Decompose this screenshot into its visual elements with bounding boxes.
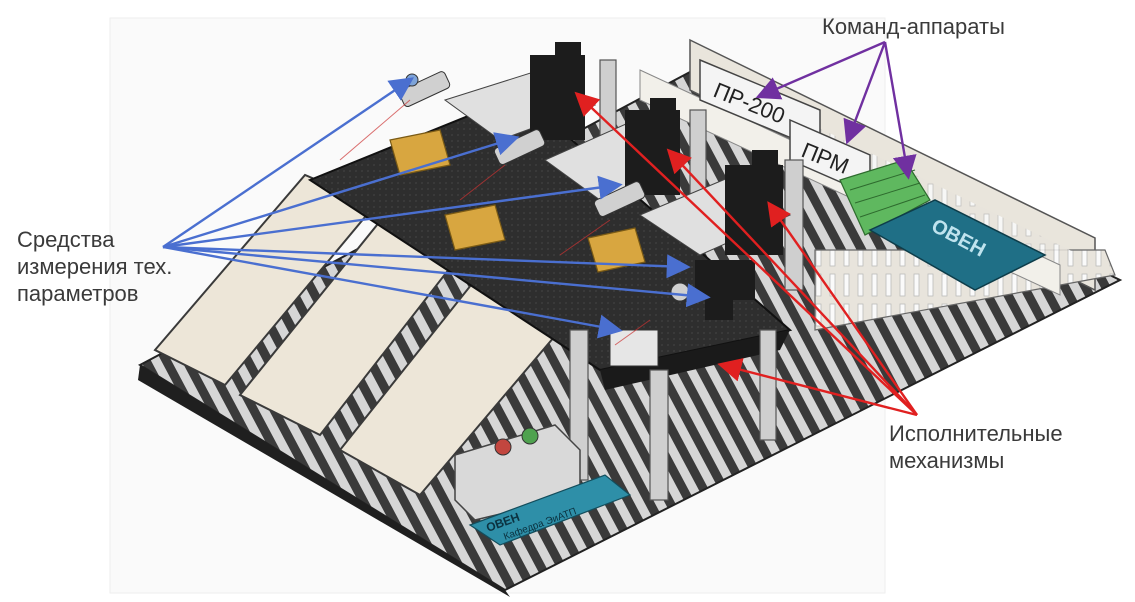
actuator-arrows [574,91,918,417]
stop-button-icon [494,438,512,456]
frame-posts [569,59,804,501]
laser-beams [339,99,651,346]
oven-panel: ОВЕН [868,199,1047,291]
label-actuators-line-2: механизмы [889,448,1005,473]
start-button-icon [521,427,539,445]
label-measurement-line-2: измерения тех. [17,254,173,279]
base-platform-edge [138,365,510,597]
label-actuators-line-1: Исполнительные [889,421,1063,446]
prm-module: ПРМ [789,118,871,197]
measurement-arrows [162,77,711,339]
command-arrows [755,40,917,180]
conveyor-belt-side [600,330,790,390]
pushers [389,129,646,273]
label-actuators: Исполнительные механизмы [889,420,1063,474]
label-measurement-tools: Средства измерения тех. параметров [17,226,172,307]
label-command-devices: Команд-аппараты [822,14,1005,39]
label-measurement-line-3: параметров [17,281,139,306]
label-measurement-line-1: Средства [17,227,115,252]
actuator-1 [443,42,597,141]
